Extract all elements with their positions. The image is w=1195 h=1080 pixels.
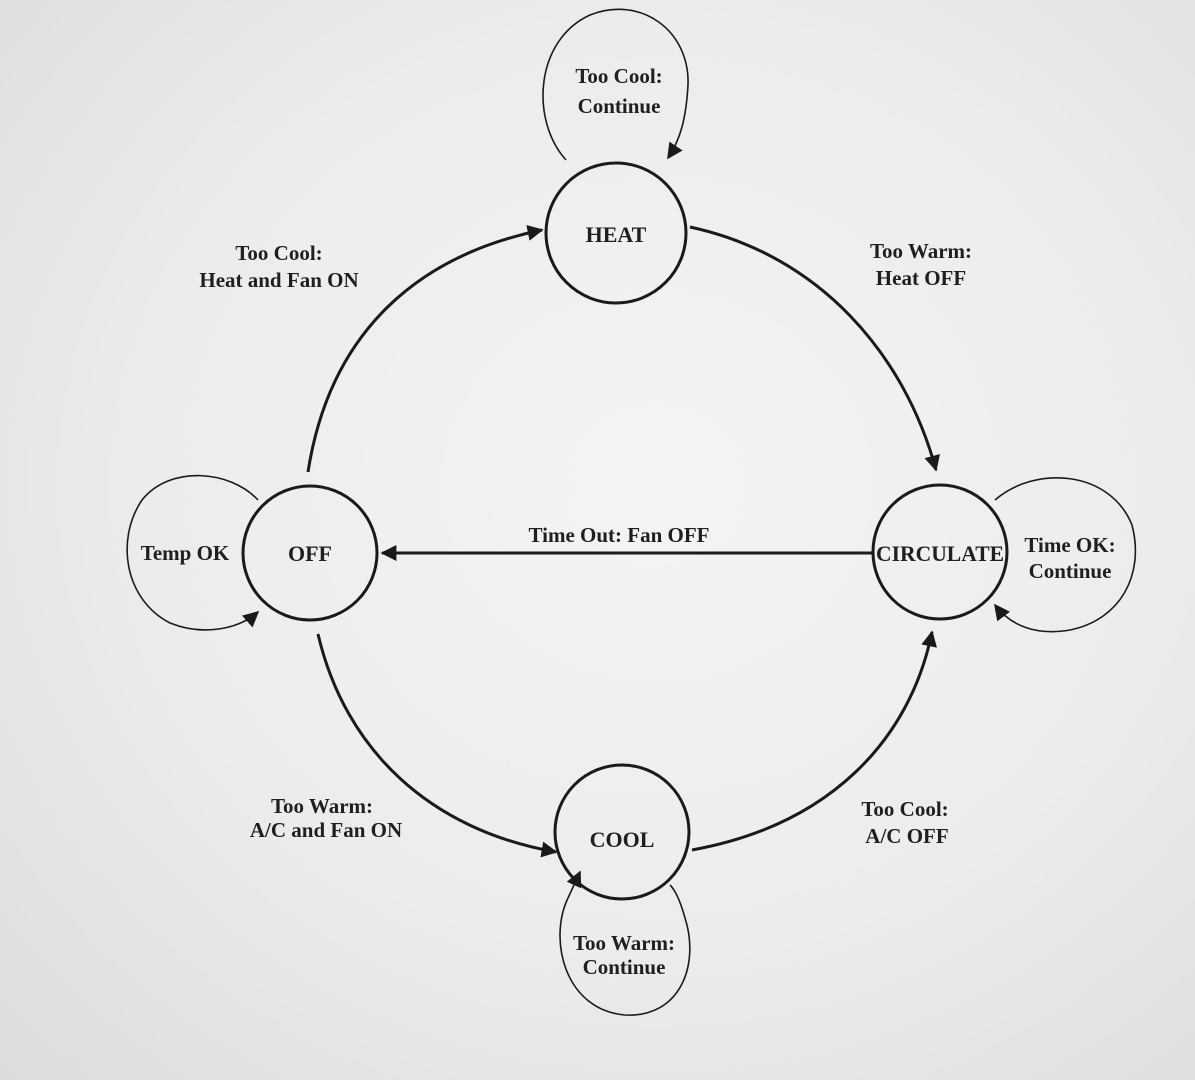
cool-self-loop-arrow xyxy=(566,870,582,899)
state-cool-label: COOL xyxy=(590,827,655,852)
state-heat-label: HEAT xyxy=(586,222,647,247)
edge-off-to-cool xyxy=(316,633,558,858)
edge-cool-to-circulate xyxy=(691,630,937,852)
edge-heat-to-circulate xyxy=(689,225,940,472)
state-circulate-label: CIRCULATE xyxy=(876,541,1004,566)
off-to-heat-label-line1: Too Cool: xyxy=(235,241,322,265)
circulate-loop-label-line1: Time OK: xyxy=(1024,533,1115,557)
state-cool-circle xyxy=(553,763,691,901)
cool-loop-label-line2: Continue xyxy=(583,955,666,979)
off-loop-label: Temp OK xyxy=(141,541,230,565)
off-self-loop xyxy=(126,474,260,631)
cool-to-circulate-label-line1: Too Cool: xyxy=(861,797,948,821)
circulate-to-off-label: Time Out: Fan OFF xyxy=(528,523,709,547)
state-circulate-circle xyxy=(871,483,1009,621)
heat-to-circulate-label-line1: Too Warm: xyxy=(870,239,972,263)
off-to-cool-label-line1: Too Warm: xyxy=(271,794,373,818)
edge-off-to-heat xyxy=(306,225,544,473)
state-off-label: OFF xyxy=(288,541,332,566)
cool-self-loop xyxy=(559,884,691,1016)
circulate-self-loop xyxy=(994,477,1137,633)
circulate-loop-label-line2: Continue xyxy=(1029,559,1112,583)
off-to-heat-label-line2: Heat and Fan ON xyxy=(199,268,358,292)
cool-loop-label-line1: Too Warm: xyxy=(573,931,675,955)
heat-self-loop xyxy=(542,8,689,161)
state-off-circle xyxy=(241,484,379,622)
heat-loop-label-line2: Continue xyxy=(578,94,661,118)
heat-to-circulate-label-line2: Heat OFF xyxy=(876,266,966,290)
cool-to-circulate-label-line2: A/C OFF xyxy=(865,824,948,848)
heat-loop-label-line1: Too Cool: xyxy=(575,64,662,88)
state-heat-circle xyxy=(544,161,688,305)
off-to-cool-label-line2: A/C and Fan ON xyxy=(250,818,402,842)
